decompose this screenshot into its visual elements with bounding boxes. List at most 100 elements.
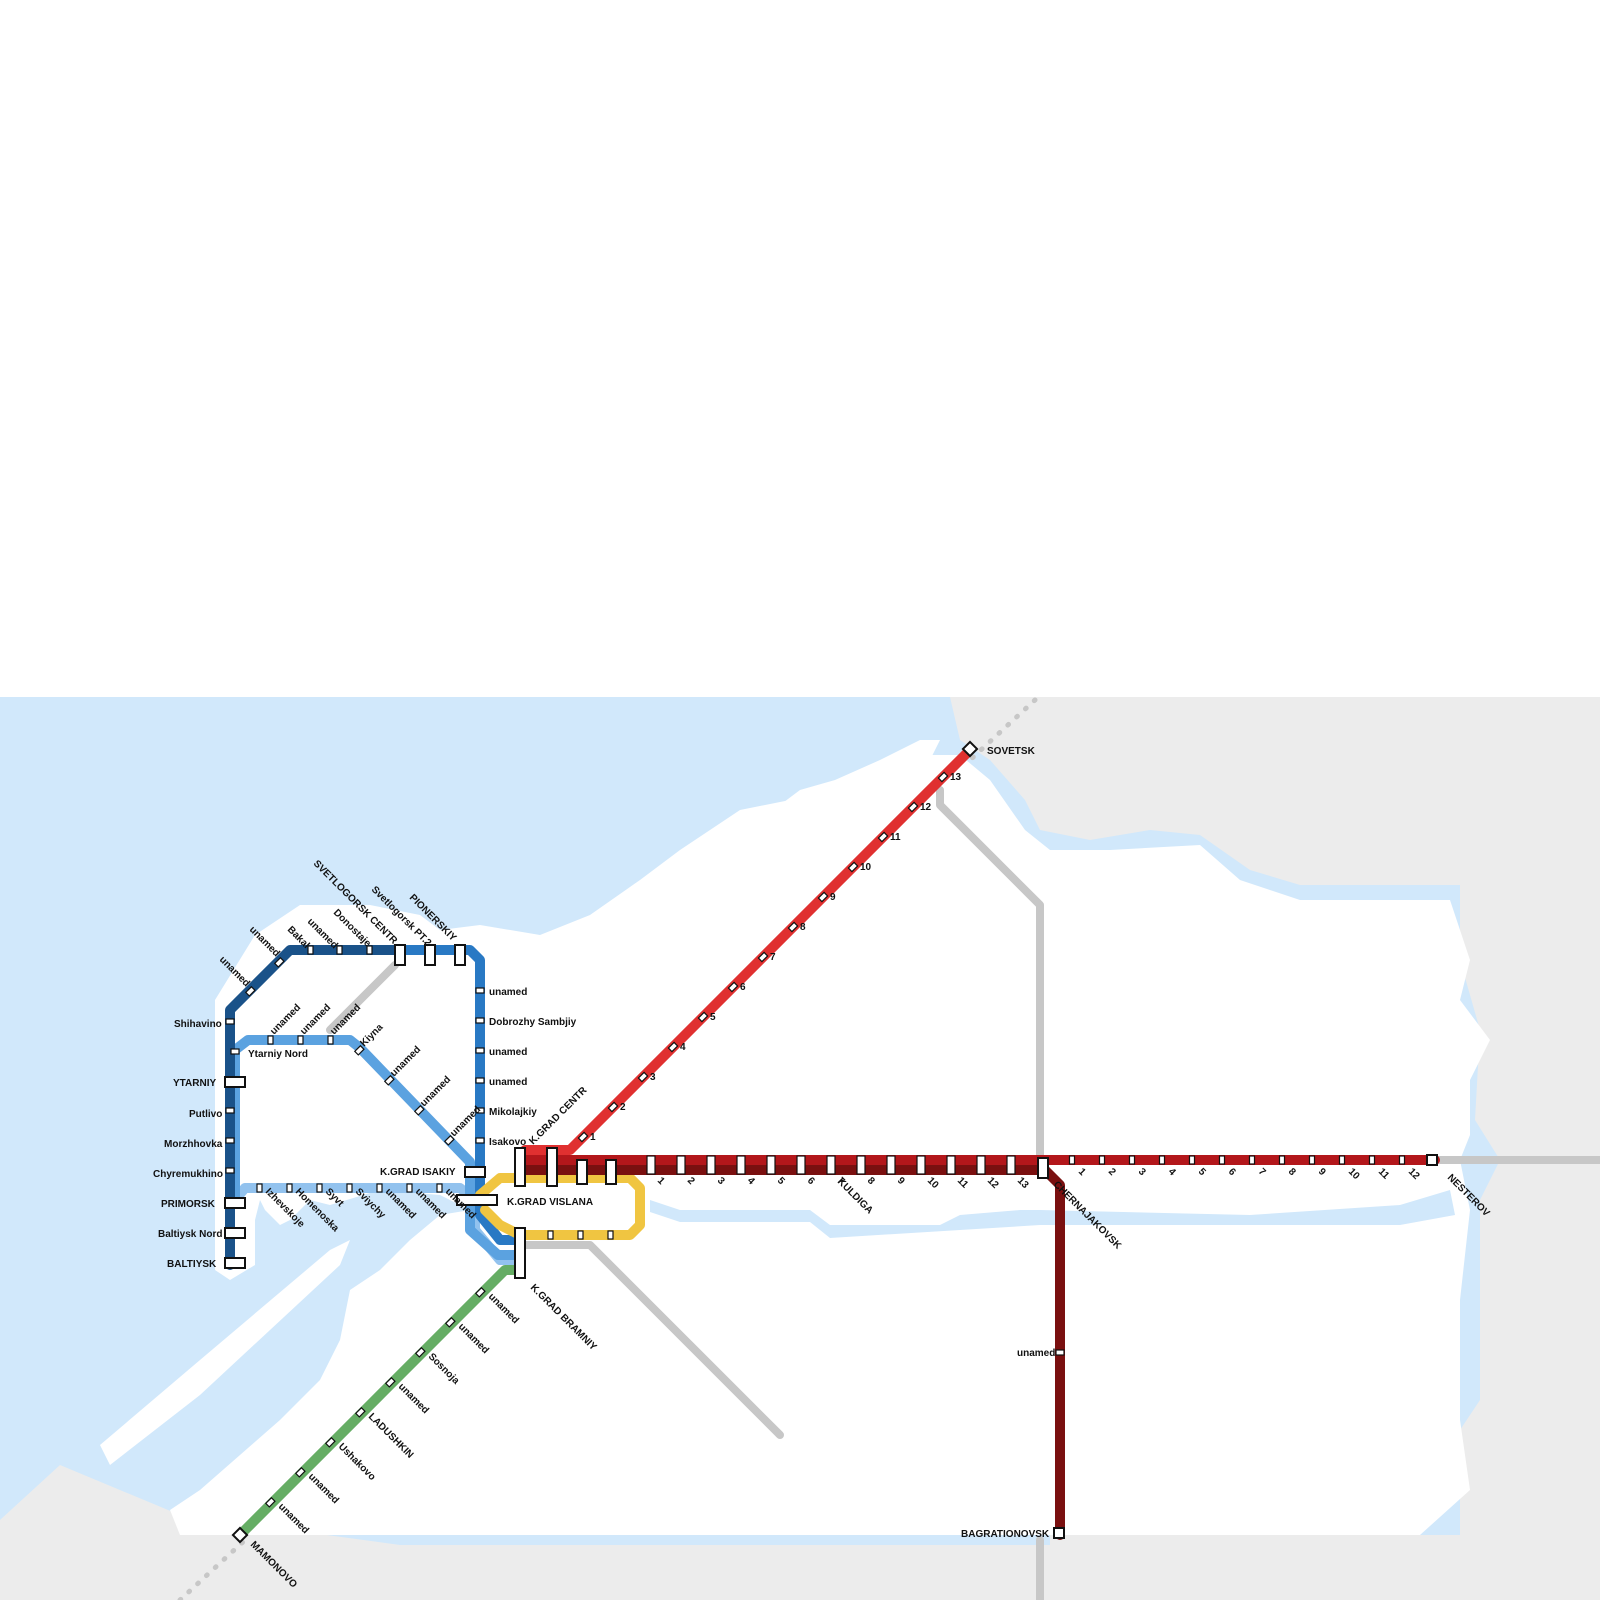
nesterov-station-5-marker[interactable] <box>1188 1155 1196 1165</box>
station-pionerskiy[interactable] <box>454 944 466 966</box>
sea-spit <box>100 1240 350 1465</box>
sovetsk-station-13-label: 13 <box>950 772 962 783</box>
station-mamonovo[interactable] <box>231 1526 249 1544</box>
sovetsk-station-2-marker[interactable] <box>607 1101 619 1113</box>
sovetsk-station-10-label: 10 <box>860 862 872 873</box>
kuldiga-station-3-marker[interactable] <box>706 1155 716 1175</box>
lagoon-strip <box>650 1190 1455 1238</box>
nesterov-station-3-marker[interactable] <box>1128 1155 1136 1165</box>
sovetsk-station-2-label: 2 <box>620 1102 626 1113</box>
nesterov-station-4-marker[interactable] <box>1158 1155 1166 1165</box>
label-ytarniy: YTARNIY <box>173 1078 216 1089</box>
station-primorsk[interactable] <box>224 1197 246 1209</box>
kuldiga-station-4-marker[interactable] <box>736 1155 746 1175</box>
nesterov-station-6-marker[interactable] <box>1218 1155 1226 1165</box>
kuldiga-station-2-marker[interactable] <box>676 1155 686 1175</box>
sovetsk-station-11-label: 11 <box>890 832 901 843</box>
station-svetlogorsk-centr[interactable] <box>394 944 406 966</box>
sovetsk-station-9-label: 9 <box>830 892 836 903</box>
sovetsk-station-10-marker[interactable] <box>847 861 859 873</box>
label-baltiysk-nord: Baltiysk Nord <box>158 1229 222 1240</box>
sovetsk-station-1-label: 1 <box>590 1132 596 1143</box>
sovetsk-station-11-marker[interactable] <box>877 831 889 843</box>
sovetsk-station-5-label: 5 <box>710 1012 716 1023</box>
sovetsk-station-3-marker[interactable] <box>637 1071 649 1083</box>
station-svetlogorsk-pt2[interactable] <box>424 944 436 966</box>
station-kgrad-centr-c[interactable] <box>576 1159 588 1185</box>
sovetsk-station-12-label: 12 <box>920 802 932 813</box>
line-yellow <box>475 1173 645 1240</box>
station-ytarniy[interactable] <box>224 1076 246 1088</box>
label-shihavino: Shihavino <box>174 1019 222 1030</box>
kuldiga-station-11-marker[interactable] <box>946 1155 956 1175</box>
sovetsk-station-12-marker[interactable] <box>907 801 919 813</box>
kuldiga-station-8-marker[interactable] <box>856 1155 866 1175</box>
label-putlivo: Putlivo <box>189 1109 222 1120</box>
label-unamed-e2: unamed <box>489 1047 527 1058</box>
kuldiga-station-9-marker[interactable] <box>886 1155 896 1175</box>
station-kgrad-centr-a[interactable] <box>514 1147 526 1187</box>
station-baltiysk-nord[interactable] <box>224 1227 246 1239</box>
label-ytarniy-nord: Ytarniy Nord <box>248 1049 308 1060</box>
label-unamed-e3: unamed <box>489 1077 527 1088</box>
station-chernyakhovsk[interactable] <box>1037 1157 1049 1179</box>
station-kgrad-bramniy[interactable] <box>514 1227 526 1279</box>
station-kgrad-isakiy[interactable] <box>464 1166 486 1178</box>
nesterov-station-2-marker[interactable] <box>1098 1155 1106 1165</box>
label-bagrationovsk: BAGRATIONOVSK <box>961 1529 1050 1540</box>
kuldiga-station-12-marker[interactable] <box>976 1155 986 1175</box>
label-morzhhovka: Morzhhovka <box>164 1139 223 1150</box>
label-unamed-e1: unamed <box>489 987 527 998</box>
sovetsk-station-8-marker[interactable] <box>787 921 799 933</box>
label-isakovo: Isakovo <box>489 1137 526 1148</box>
nesterov-station-11-marker[interactable] <box>1368 1155 1376 1165</box>
label-mikolajkiy: Mikolajkiy <box>489 1107 537 1118</box>
sovetsk-station-4-marker[interactable] <box>667 1041 679 1053</box>
kuldiga-station-5-marker[interactable] <box>766 1155 776 1175</box>
small-stations <box>225 945 1065 1508</box>
sovetsk-station-5-marker[interactable] <box>697 1011 709 1023</box>
nesterov-station-1-marker[interactable] <box>1068 1155 1076 1165</box>
nesterov-station-9-marker[interactable] <box>1308 1155 1316 1165</box>
station-baltiysk[interactable] <box>224 1257 246 1269</box>
curonian-spit <box>625 740 940 990</box>
kuldiga-station-13-marker[interactable] <box>1006 1155 1016 1175</box>
label-kgrad-isakiy: K.GRAD ISAKIY <box>380 1167 456 1178</box>
kuldiga-station-1-marker[interactable] <box>646 1155 656 1175</box>
nesterov-station-8-marker[interactable] <box>1278 1155 1286 1165</box>
sovetsk-station-6-label: 6 <box>740 982 746 993</box>
kuldiga-station-7-marker[interactable] <box>826 1155 836 1175</box>
station-bagrationovsk[interactable] <box>1053 1527 1065 1539</box>
label-unamed-m1: unamed <box>1017 1348 1055 1359</box>
label-baltiysk: BALTIYSK <box>167 1259 217 1270</box>
label-chyremukhino: Chyremukhino <box>153 1169 223 1180</box>
sovetsk-station-13-marker[interactable] <box>937 771 949 783</box>
sovetsk-station-9-marker[interactable] <box>817 891 829 903</box>
station-kgrad-centr-d[interactable] <box>605 1159 617 1185</box>
label-kgrad-vislana: K.GRAD VISLANA <box>507 1197 593 1208</box>
sovetsk-station-8-label: 8 <box>800 922 806 933</box>
sovetsk-station-7-marker[interactable] <box>757 951 769 963</box>
station-sovetsk[interactable] <box>961 740 979 758</box>
mainland <box>170 755 1490 1535</box>
sovetsk-station-4-label: 4 <box>680 1042 686 1053</box>
neighbor-land-south <box>0 1465 1050 1600</box>
sovetsk-station-7-label: 7 <box>770 952 776 963</box>
label-primorsk: PRIMORSK <box>161 1199 216 1210</box>
label-sovetsk: SOVETSK <box>987 746 1036 757</box>
sovetsk-station-6-marker[interactable] <box>727 981 739 993</box>
line-red <box>520 745 975 1155</box>
nesterov-station-7-marker[interactable] <box>1248 1155 1256 1165</box>
nesterov-station-12-marker[interactable] <box>1398 1155 1406 1165</box>
sovetsk-station-1-marker[interactable] <box>577 1131 589 1143</box>
kuldiga-station-10-marker[interactable] <box>916 1155 926 1175</box>
station-markers <box>224 740 1438 1544</box>
station-nesterov[interactable] <box>1426 1154 1438 1166</box>
kuldiga-station-6-marker[interactable] <box>796 1155 806 1175</box>
label-dobrozhy: Dobrozhy Sambjiy <box>489 1017 577 1028</box>
station-kgrad-centr-b[interactable] <box>546 1147 558 1187</box>
station-kgrad-vislana[interactable] <box>456 1194 498 1206</box>
nesterov-station-10-marker[interactable] <box>1338 1155 1346 1165</box>
